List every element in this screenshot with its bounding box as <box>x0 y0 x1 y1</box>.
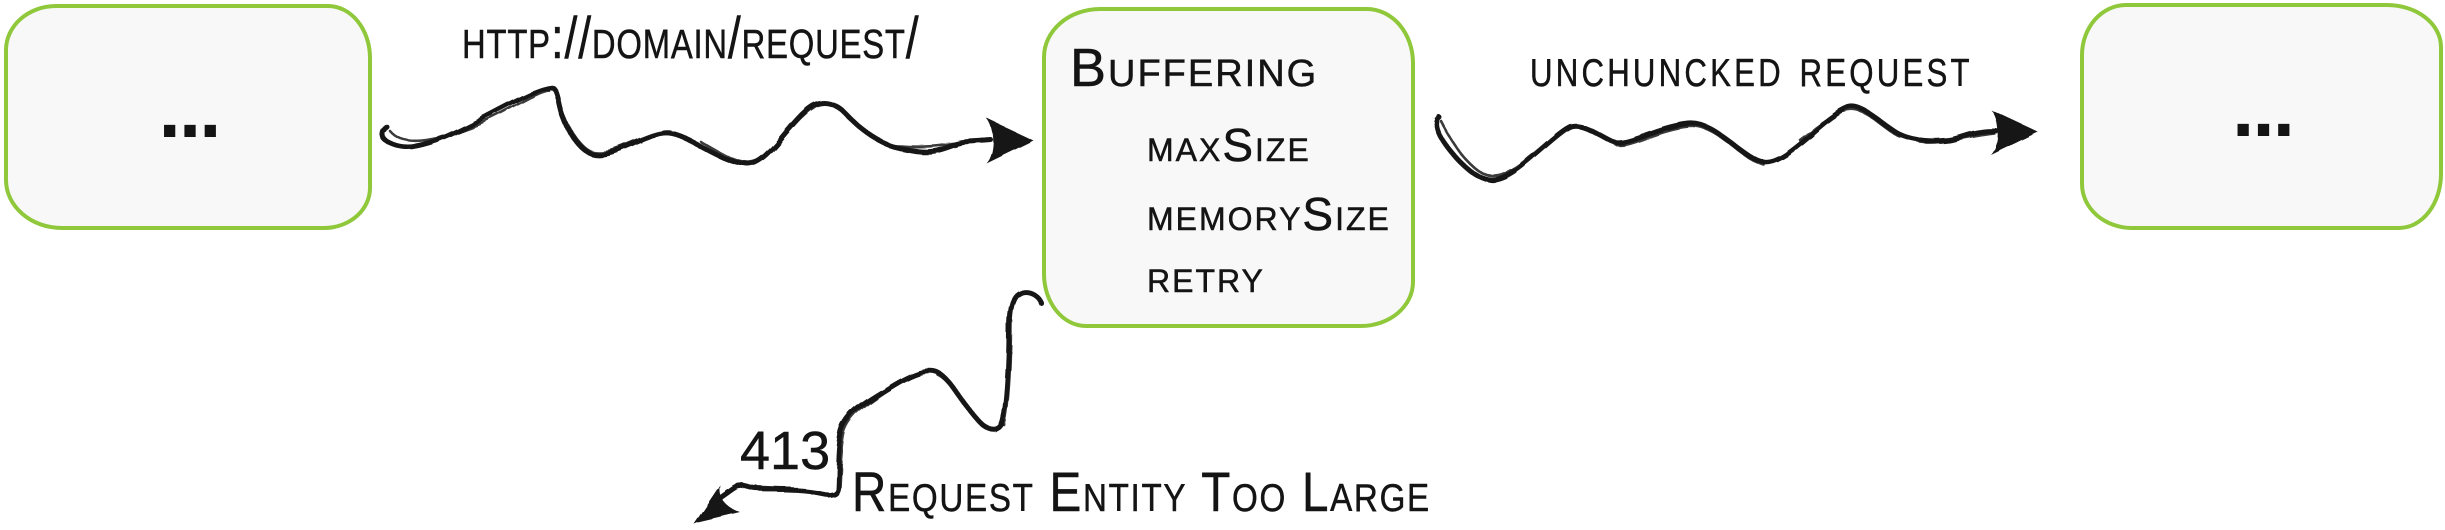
upstream-node: ... <box>2080 3 2443 230</box>
client-node-ellipsis: ... <box>157 79 223 153</box>
request-arrowhead-icon <box>987 119 1034 164</box>
error-arrow-label: Request Entity Too Large <box>852 460 1431 523</box>
request-arrow-label: http://domain/request/ <box>462 6 920 71</box>
unchunked-arrow-label: unchuncked request <box>1530 35 1973 98</box>
buffering-option-memorysize: memorySize <box>1147 188 1391 240</box>
error-arrow-line-overstroke <box>755 318 1013 494</box>
upstream-node-ellipsis: ... <box>2231 78 2296 152</box>
unchunked-arrow-line <box>1432 104 1999 183</box>
request-arrow-line-overstroke <box>388 89 990 164</box>
buffering-node: Buffering maxSize memorySize retry <box>1042 7 1415 328</box>
unchunked-arrow-line-overstroke <box>1438 109 1996 178</box>
buffering-option-maxsize: maxSize <box>1147 119 1311 171</box>
request-arrow <box>380 85 1034 167</box>
error-status-code: 413 <box>740 421 831 481</box>
unchunked-arrowhead-icon <box>1991 110 2038 155</box>
unchunked-arrow <box>1432 104 2038 183</box>
error-arrowhead-icon <box>694 485 741 524</box>
error-arrow-line <box>717 288 1044 501</box>
buffering-node-title: Buffering <box>1070 38 1319 98</box>
client-node: ... <box>4 4 372 230</box>
buffering-option-retry: retry <box>1147 250 1265 302</box>
error-arrow <box>694 288 1044 524</box>
